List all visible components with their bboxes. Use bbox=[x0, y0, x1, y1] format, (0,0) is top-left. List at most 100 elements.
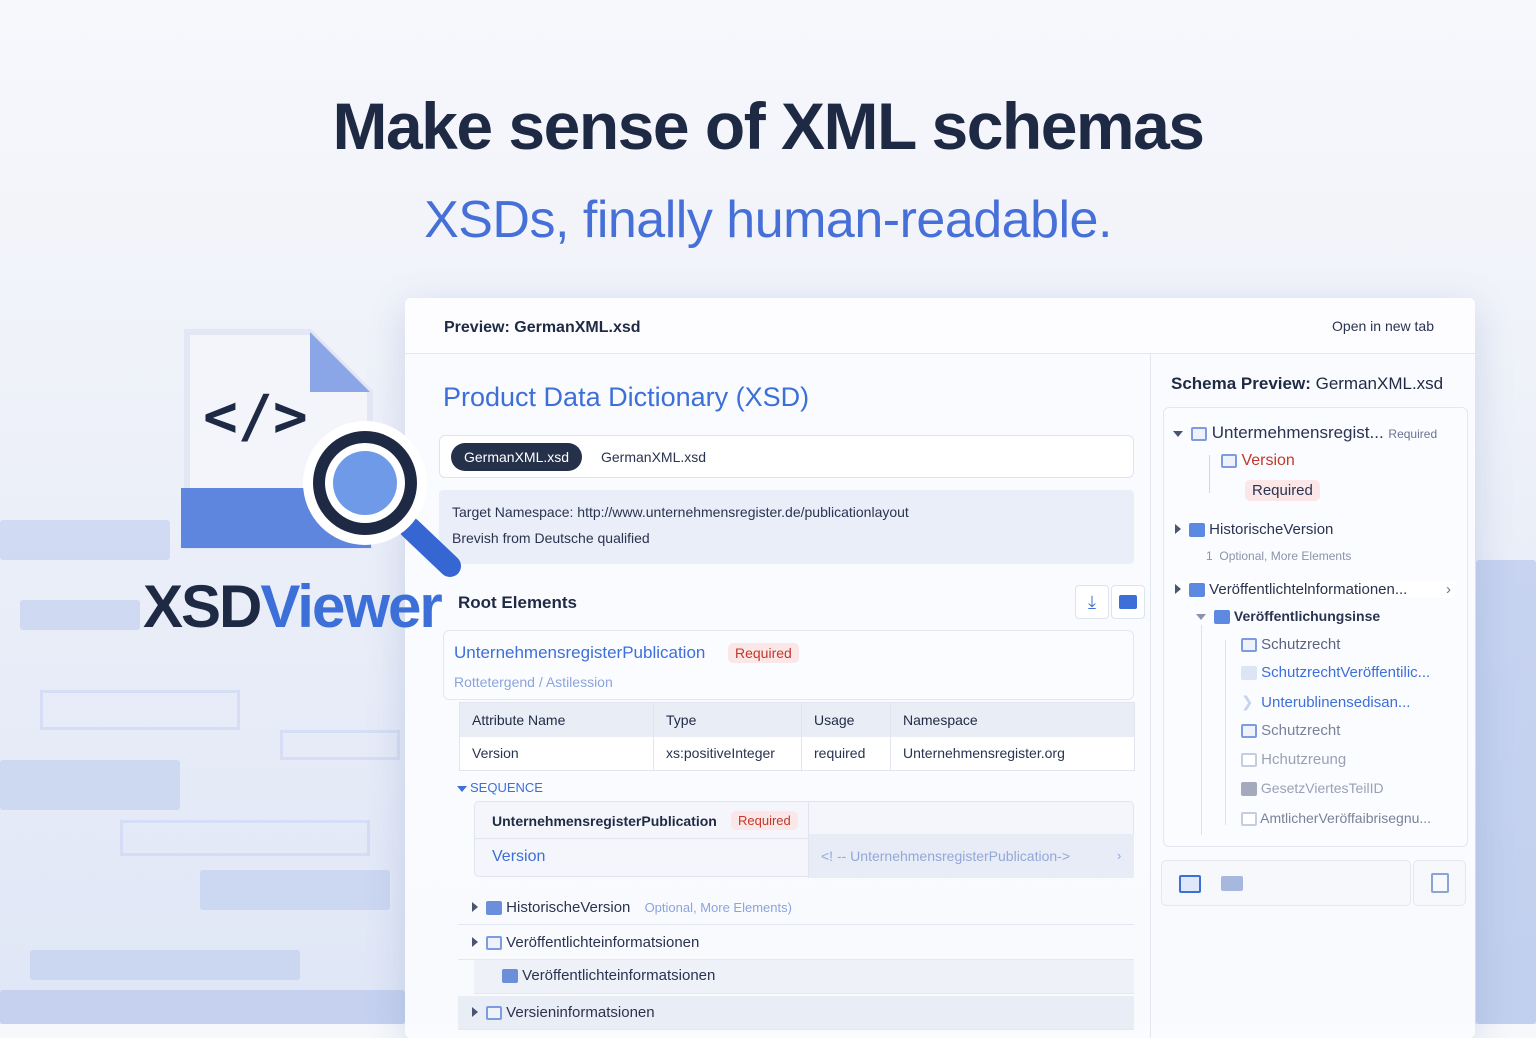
schema-node[interactable]: Hchutzreung bbox=[1241, 751, 1346, 768]
chevron-icon: ❯ bbox=[1241, 694, 1254, 711]
required-badge: Required bbox=[728, 643, 799, 663]
open-new-tab-link[interactable]: Open in new tab bbox=[1332, 318, 1434, 334]
file-tabs: GermanXML.xsd GermanXML.xsd bbox=[439, 435, 1134, 478]
schema-node[interactable]: Untermehmensregist... Required bbox=[1173, 423, 1437, 443]
download-icon[interactable]: ⤓ bbox=[1075, 585, 1109, 619]
sequence-toggle[interactable]: SEQUENCE bbox=[457, 780, 543, 795]
node-label: HistorischeVersion bbox=[1209, 521, 1334, 538]
subheadline: XSDs, finally human-readable. bbox=[424, 191, 1112, 249]
brand-part-viewer: Viewer bbox=[260, 573, 442, 640]
table-row: Version xs:positiveInteger required Unte… bbox=[459, 736, 1135, 771]
caret-right-icon bbox=[472, 937, 478, 947]
sequence-child-version[interactable]: Version bbox=[492, 848, 546, 865]
node-label: Schutzrecht bbox=[1261, 722, 1341, 739]
node-label: Untermehmensregist... bbox=[1211, 423, 1384, 442]
table-header-row: Attribute Name Type Usage Namespace bbox=[459, 702, 1135, 737]
schema-node[interactable]: Veröffentlichtelnformationen... › bbox=[1175, 581, 1455, 598]
root-element-name[interactable]: UnternehmensregisterPublication bbox=[454, 643, 706, 662]
item-name: Versieninformatsionen bbox=[506, 1004, 655, 1021]
schema-node[interactable]: ❯ Unterublinensedisan... bbox=[1241, 693, 1410, 711]
tree-line bbox=[1201, 625, 1202, 835]
file-tab[interactable]: GermanXML.xsd bbox=[601, 449, 707, 465]
schema-node[interactable]: Version bbox=[1221, 452, 1295, 470]
document-icon bbox=[1431, 873, 1449, 893]
schema-node[interactable]: SchutzrechtVeröffentilic... bbox=[1241, 664, 1430, 681]
divider bbox=[475, 838, 809, 839]
element-icon bbox=[1241, 724, 1257, 739]
root-elements-heading: Root Elements bbox=[458, 593, 578, 612]
node-label: Veröffentlichungsinse bbox=[1233, 608, 1381, 624]
required-label: Required bbox=[1388, 427, 1438, 441]
element-icon bbox=[1189, 523, 1205, 538]
node-label: Schutzrecht bbox=[1261, 636, 1341, 653]
tree-item-veroeffentlichte[interactable]: Veröffentlichteinformatsionen bbox=[458, 926, 1134, 960]
doc-title: Product Data Dictionary (XSD) bbox=[443, 382, 810, 412]
schema-title-prefix: Schema Preview: bbox=[1171, 374, 1311, 393]
node-label: Hchutzreung bbox=[1261, 751, 1347, 768]
comment-row bbox=[809, 834, 1134, 878]
caret-down-icon bbox=[1173, 430, 1183, 437]
element-icon bbox=[1241, 666, 1257, 681]
node-label: Unterublinensedisan... bbox=[1261, 694, 1411, 711]
element-icon bbox=[1191, 426, 1207, 441]
tree-item-veroeffentlichte-child[interactable]: Veröffentlichteinformatsionen bbox=[474, 960, 1134, 994]
brand-part-xsd: XSD bbox=[143, 573, 262, 640]
schema-toolbar bbox=[1161, 860, 1411, 906]
sequence-label: SEQUENCE bbox=[470, 780, 543, 795]
root-element-card[interactable]: UnternehmensregisterPublication Required… bbox=[443, 630, 1134, 700]
schema-node[interactable]: AmtlicherVeröffaibrisegnu... bbox=[1241, 810, 1432, 827]
chevron-down-icon bbox=[457, 786, 467, 792]
item-note: Optional, More Elements) bbox=[644, 900, 792, 915]
brand-wordmark: XSDViewer bbox=[143, 572, 443, 641]
sequence-element-name[interactable]: UnternehmensregisterPublication bbox=[492, 813, 717, 829]
file-tab-active[interactable]: GermanXML.xsd bbox=[451, 443, 583, 471]
schema-title-file: GermanXML.xsd bbox=[1315, 374, 1444, 393]
chevron-right-icon[interactable]: › bbox=[1446, 581, 1451, 598]
schema-node[interactable]: Schutzrecht bbox=[1241, 636, 1340, 653]
code-file-magnifier-icon: </> bbox=[175, 328, 465, 578]
schema-node[interactable]: Veröffentlichungsinse bbox=[1196, 608, 1381, 625]
sequence-box: UnternehmensregisterPublication Required… bbox=[474, 801, 1134, 878]
schema-node[interactable]: GesetzViertesTeilID bbox=[1241, 780, 1384, 797]
element-icon bbox=[1241, 812, 1257, 827]
node-note: Optional, More Elements bbox=[1219, 549, 1352, 563]
item-name: HistorischeVersion bbox=[506, 899, 631, 916]
schema-node[interactable]: HistorischeVersion bbox=[1175, 521, 1333, 538]
tree-item-historische-version[interactable]: HistorischeVersion Optional, More Elemen… bbox=[458, 891, 1134, 925]
node-label: AmtlicherVeröffaibrisegnu... bbox=[1260, 810, 1432, 826]
caret-right-icon bbox=[1175, 584, 1181, 594]
element-icon bbox=[486, 901, 502, 916]
element-icon bbox=[1241, 638, 1257, 653]
schema-preview-title: Schema Preview: GermanXML.xsd bbox=[1171, 374, 1443, 394]
col-type: Type bbox=[653, 702, 802, 737]
node-count: 1 bbox=[1206, 549, 1213, 563]
panel-header: Preview: GermanXML.xsd Open in new tab bbox=[405, 298, 1475, 354]
element-icon bbox=[1189, 583, 1205, 598]
tree-item-versieninformatsionen[interactable]: Versieninformatsionen bbox=[458, 996, 1134, 1030]
schema-node[interactable]: Schutzrecht bbox=[1241, 722, 1340, 739]
schema-node-note: 1 Optional, More Elements bbox=[1206, 549, 1351, 563]
view-icon[interactable] bbox=[1221, 876, 1243, 891]
export-button[interactable] bbox=[1413, 860, 1466, 906]
node-label: Veröffentlichtelnformationen... bbox=[1209, 581, 1408, 598]
required-badge: Required bbox=[731, 811, 798, 830]
list-icon bbox=[486, 936, 502, 951]
headline: Make sense of XML schemas bbox=[332, 89, 1205, 163]
required-badge: Required bbox=[1245, 480, 1320, 501]
expand-icon[interactable] bbox=[1111, 585, 1145, 619]
root-element-path: Rottetergend / Astilession bbox=[454, 674, 613, 690]
xml-comment: <! -- UnternehmensregisterPublication-> bbox=[821, 848, 1071, 864]
col-attribute-name: Attribute Name bbox=[459, 702, 654, 737]
element-icon bbox=[502, 969, 518, 984]
layout-icon[interactable] bbox=[1179, 875, 1201, 893]
chevron-right-icon[interactable]: › bbox=[1117, 848, 1122, 863]
element-icon bbox=[1221, 453, 1237, 468]
cell: xs:positiveInteger bbox=[653, 736, 802, 771]
caret-down-icon bbox=[1196, 614, 1206, 621]
attributes-table: Attribute Name Type Usage Namespace Vers… bbox=[459, 702, 1135, 771]
node-label: GesetzViertesTeilID bbox=[1260, 780, 1384, 796]
cell: Version bbox=[459, 736, 654, 771]
pane-divider bbox=[1150, 354, 1151, 1038]
caret-right-icon bbox=[472, 902, 478, 912]
caret-right-icon bbox=[472, 1007, 478, 1017]
